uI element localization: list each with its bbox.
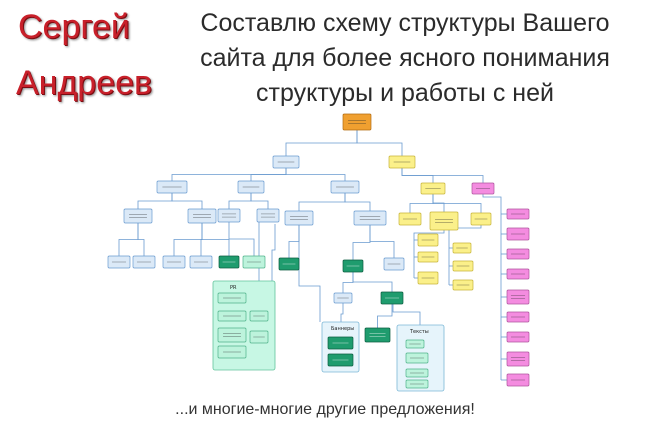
headline-line-3: структуры и работы с ней bbox=[256, 79, 554, 107]
connector-line bbox=[356, 130, 403, 156]
connector-line bbox=[344, 193, 371, 211]
connector-line bbox=[118, 223, 139, 256]
node-level1-right bbox=[388, 155, 416, 169]
node-yellow-8 bbox=[452, 242, 472, 254]
node-yellow-9 bbox=[452, 260, 474, 272]
node-level1-left bbox=[272, 155, 300, 169]
connector-line bbox=[285, 130, 358, 156]
connector-line bbox=[137, 223, 145, 256]
connector-line bbox=[392, 304, 421, 325]
node-pr-1 bbox=[217, 292, 247, 304]
connector-lines bbox=[118, 130, 507, 381]
node-leaf-6 bbox=[383, 257, 405, 271]
diagram-nodes bbox=[107, 113, 530, 389]
node-pink-3 bbox=[506, 227, 530, 241]
node-mid-1 bbox=[333, 292, 353, 304]
connector-line bbox=[377, 304, 393, 328]
node-a3-sub2 bbox=[353, 210, 387, 226]
group-label: Баннеры bbox=[331, 326, 354, 332]
node-pink-4 bbox=[506, 248, 530, 260]
connector-line bbox=[173, 223, 203, 256]
connector-line bbox=[285, 168, 346, 181]
node-pr-6 bbox=[249, 330, 269, 344]
connector-line bbox=[409, 194, 434, 213]
group-label: Тексты bbox=[409, 329, 429, 335]
node-banner-3 bbox=[364, 327, 391, 343]
connector-line bbox=[298, 225, 321, 322]
connector-line bbox=[171, 193, 203, 209]
connector-line bbox=[228, 222, 255, 256]
node-pr-5 bbox=[249, 310, 269, 322]
node-pink-5 bbox=[506, 268, 530, 280]
node-a2-sub2 bbox=[256, 208, 280, 223]
node-pr-3 bbox=[217, 327, 247, 343]
node-yellow-10 bbox=[452, 279, 474, 291]
node-pink-10 bbox=[506, 373, 530, 387]
connector-line bbox=[352, 272, 393, 292]
node-text-2 bbox=[405, 352, 429, 364]
node-a3-sub1 bbox=[284, 210, 314, 226]
node-pink-8 bbox=[506, 331, 530, 343]
node-pink-1 bbox=[471, 182, 495, 195]
node-text-3 bbox=[405, 368, 429, 378]
node-pr-4 bbox=[217, 345, 247, 359]
connector-line bbox=[340, 303, 344, 322]
node-pink-7 bbox=[506, 311, 530, 323]
connector-line bbox=[369, 225, 395, 258]
node-yellow-5 bbox=[417, 233, 439, 247]
connector-line bbox=[432, 194, 482, 213]
connector-line bbox=[432, 194, 445, 212]
headline-line-2: сайта для более ясного понимания bbox=[200, 44, 610, 72]
node-branch-a3 bbox=[330, 180, 360, 194]
connector-line bbox=[271, 224, 276, 281]
connector-line bbox=[482, 194, 502, 380]
connector-line bbox=[401, 168, 484, 183]
node-yellow-6 bbox=[417, 251, 439, 263]
headline-line-1: Составлю схему структуры Вашего bbox=[200, 9, 610, 37]
node-branch-a1 bbox=[156, 180, 188, 194]
connector-line bbox=[250, 168, 287, 181]
node-pr-2 bbox=[217, 310, 247, 322]
node-pink-9 bbox=[506, 351, 530, 367]
node-leaf-5 bbox=[242, 255, 266, 269]
connector-line bbox=[250, 193, 269, 209]
node-leaf-2 bbox=[132, 255, 156, 269]
root-node bbox=[342, 113, 372, 131]
footer-caption: ...и многие-многие другие предложения! bbox=[175, 401, 475, 418]
group-label: PR bbox=[230, 285, 237, 291]
node-a1-sub1 bbox=[123, 208, 153, 224]
node-yellow-2 bbox=[398, 212, 422, 226]
author-last-name: Андреев bbox=[16, 64, 153, 102]
connector-line bbox=[288, 225, 300, 258]
connector-line bbox=[413, 230, 445, 278]
connector-line bbox=[448, 225, 482, 285]
connector-line bbox=[352, 225, 371, 260]
node-leaf-3 bbox=[162, 255, 186, 269]
connector-line bbox=[228, 193, 252, 209]
node-yellow-4 bbox=[470, 212, 492, 226]
connector-line bbox=[298, 193, 346, 211]
node-a2-sub1 bbox=[217, 208, 241, 223]
node-a1-sub2 bbox=[187, 208, 217, 224]
node-branch-a2 bbox=[237, 180, 265, 194]
connector-line bbox=[137, 193, 173, 209]
node-text-1 bbox=[405, 339, 425, 349]
node-leaf-1 bbox=[107, 255, 131, 269]
node-yellow-1 bbox=[420, 182, 446, 195]
node-pink-6 bbox=[506, 289, 530, 305]
connector-line bbox=[342, 272, 354, 293]
node-leaf-4 bbox=[189, 255, 213, 269]
node-yellow-7 bbox=[417, 271, 439, 285]
node-yellow-3 bbox=[429, 211, 459, 231]
node-pink-2 bbox=[506, 208, 530, 220]
connector-line bbox=[201, 223, 230, 256]
author-first-name: Сергей bbox=[18, 8, 130, 46]
node-text-4 bbox=[405, 379, 429, 389]
